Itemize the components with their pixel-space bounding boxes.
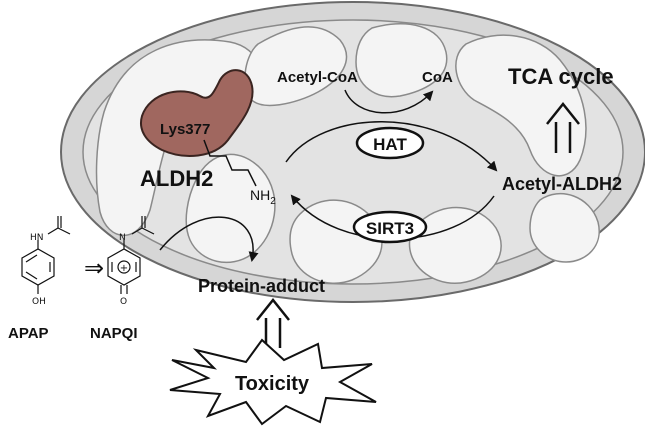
sirt3-badge	[352, 210, 428, 244]
tca-double-arrow	[546, 101, 580, 153]
protein-adduct-label: Protein-adduct	[198, 276, 325, 296]
toxicity-label: Toxicity	[235, 373, 310, 395]
lys377-label: Lys377	[160, 121, 210, 138]
aldh2-protein-shape	[140, 69, 254, 157]
aldh2-label: ALDH2	[140, 166, 213, 191]
apap-nh-label: HN	[30, 233, 44, 243]
acetyl-coa-arrow	[344, 89, 434, 114]
napqi-binding-arrow	[159, 216, 259, 262]
acetylation-arrow	[285, 121, 498, 172]
coa-label: CoA	[422, 69, 453, 86]
napqi-charge-label: +	[120, 263, 128, 274]
napqi-structure	[107, 216, 155, 294]
nh2-label: NH2	[250, 187, 276, 207]
hat-label: HAT	[373, 135, 407, 154]
apap-label: APAP	[8, 325, 49, 342]
napqi-label: NAPQI	[90, 325, 138, 342]
napqi-o-label: O	[120, 297, 127, 307]
sirt3-label: SIRT3	[366, 219, 414, 238]
napqi-n-label: N	[119, 233, 126, 243]
reaction-arrow: ⇒	[84, 255, 104, 282]
lysine-side-chain	[203, 139, 257, 187]
acetyl-coa-label: Acetyl-CoA	[277, 69, 358, 86]
acetyl-aldh2-label: Acetyl-ALDH2	[502, 174, 622, 194]
apap-oh-label: OH	[32, 297, 46, 307]
tca-cycle-label: TCA cycle	[508, 64, 614, 89]
hat-badge	[355, 126, 425, 160]
toxicity-burst	[169, 338, 377, 426]
apap-structure	[21, 216, 71, 294]
